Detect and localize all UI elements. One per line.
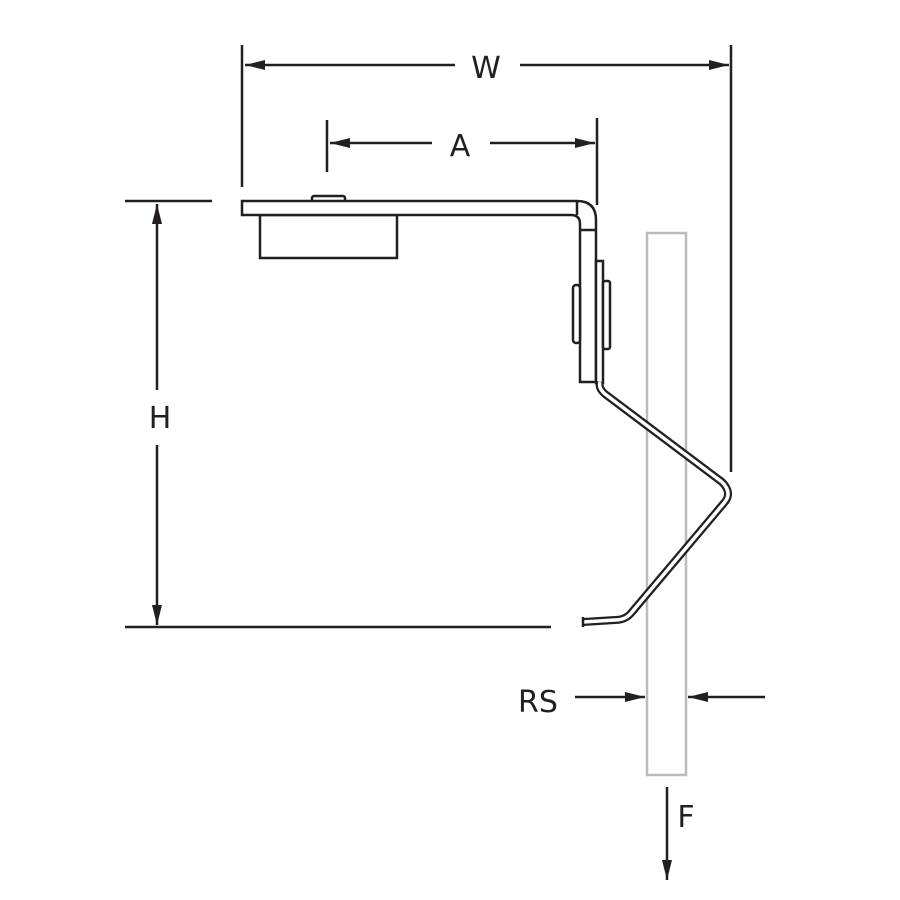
dimension-h: H bbox=[125, 199, 551, 629]
dimension-a: A bbox=[325, 118, 599, 205]
force-arrow: F bbox=[662, 787, 695, 880]
bracket bbox=[240, 194, 732, 627]
label-a: A bbox=[450, 129, 471, 164]
label-w: W bbox=[471, 51, 501, 86]
dimension-w: W bbox=[240, 45, 733, 472]
label-rs: RS bbox=[518, 685, 558, 720]
label-f: F bbox=[677, 800, 694, 835]
label-h: H bbox=[149, 401, 172, 436]
rail bbox=[645, 231, 688, 777]
dimension-rs: RS bbox=[518, 685, 765, 720]
